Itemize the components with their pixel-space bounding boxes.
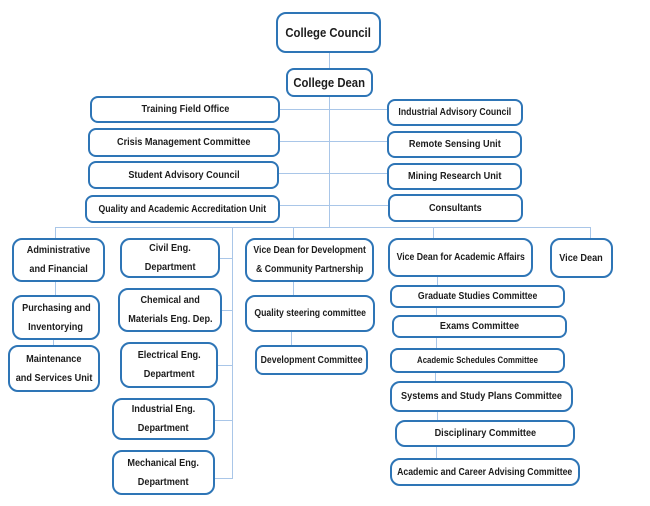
connector-quality-development bbox=[291, 332, 292, 345]
connector-stub-chemical bbox=[222, 310, 232, 311]
org-node-purchasing-inventorying: Purchasing and Inventorying bbox=[12, 295, 100, 340]
org-node-training-field-office: Training Field Office bbox=[90, 96, 280, 123]
node-label: Vice Dean bbox=[559, 251, 604, 264]
connector-row-1 bbox=[280, 109, 387, 110]
connector-vdacad-graduate bbox=[437, 277, 438, 285]
node-label: Maintenance bbox=[26, 352, 82, 365]
node-label: Inventorying bbox=[28, 320, 84, 333]
org-node-consultants: Consultants bbox=[388, 194, 523, 222]
connector-eng-spine bbox=[232, 227, 233, 479]
org-node-industrial-eng-department: Industrial Eng. Department bbox=[112, 398, 215, 440]
org-node-student-advisory-council: Student Advisory Council bbox=[88, 161, 279, 189]
node-label: Crisis Management Committee bbox=[117, 136, 251, 148]
org-node-quality-steering-committee: Quality steering committee bbox=[245, 295, 375, 332]
node-label: Civil Eng. bbox=[149, 242, 191, 254]
org-node-mining-research-unit: Mining Research Unit bbox=[387, 163, 522, 190]
node-label: Remote Sensing Unit bbox=[408, 138, 501, 150]
connector-graduate-exams bbox=[436, 308, 437, 315]
org-node-development-committee: Development Committee bbox=[255, 345, 368, 375]
org-node-remote-sensing-unit: Remote Sensing Unit bbox=[387, 131, 522, 158]
connector-council-dean bbox=[329, 53, 330, 68]
org-node-chemical-materials-eng: Chemical and Materials Eng. Dep. bbox=[118, 288, 222, 332]
node-label: Administrative bbox=[26, 244, 91, 256]
node-label: Materials Eng. Dep. bbox=[127, 313, 213, 325]
org-node-electrical-eng-department: Electrical Eng. Department bbox=[120, 342, 218, 388]
org-node-maintenance-services-unit: Maintenance and Services Unit bbox=[8, 345, 100, 392]
connector-purchasing-maintenance bbox=[53, 340, 54, 345]
node-label: and Services Unit bbox=[15, 371, 93, 384]
org-node-quality-accreditation-unit: Quality and Academic Accreditation Unit bbox=[85, 195, 280, 223]
node-label: Disciplinary Committee bbox=[434, 427, 536, 439]
node-label: Purchasing and bbox=[21, 301, 91, 314]
org-node-vice-dean-academic-affairs: Vice Dean for Academic Affairs bbox=[388, 238, 533, 277]
org-node-academic-career-advising-committee: Academic and Career Advising Committee bbox=[390, 458, 580, 486]
org-node-crisis-management-committee: Crisis Management Committee bbox=[88, 128, 280, 157]
node-label: Industrial Advisory Council bbox=[398, 107, 512, 118]
connector-systems-disciplinary bbox=[437, 412, 438, 420]
connector-vddev-quality bbox=[293, 282, 294, 295]
connector-row-3 bbox=[279, 173, 387, 174]
connector-stub-mechanical bbox=[215, 478, 232, 479]
org-node-civil-eng-department: Civil Eng. Department bbox=[120, 238, 220, 278]
node-label: Department bbox=[144, 261, 196, 273]
node-label: Quality and Academic Accreditation Unit bbox=[98, 203, 267, 215]
node-label: Graduate Studies Committee bbox=[417, 291, 538, 302]
connector-row-2 bbox=[280, 141, 387, 142]
node-label: Mechanical Eng. bbox=[127, 456, 200, 469]
connector-drop-vd-development bbox=[293, 227, 294, 238]
node-label: Consultants bbox=[429, 201, 482, 214]
connector-stub-civil bbox=[220, 258, 232, 259]
connector-stub-industrial bbox=[215, 420, 232, 421]
connector-dean-spine bbox=[329, 97, 330, 227]
connector-stub-electrical bbox=[218, 365, 232, 366]
node-label: Department bbox=[143, 368, 195, 380]
connector-admin-purchasing bbox=[55, 282, 56, 295]
connector-drop-vice-dean bbox=[590, 227, 591, 238]
node-label: Vice Dean for Academic Affairs bbox=[396, 252, 525, 263]
org-node-mechanical-eng-department: Mechanical Eng. Department bbox=[112, 450, 215, 495]
connector-schedules-systems bbox=[435, 373, 436, 381]
node-label: Industrial Eng. bbox=[131, 403, 196, 415]
node-label: College Council bbox=[285, 25, 372, 40]
org-node-disciplinary-committee: Disciplinary Committee bbox=[395, 420, 575, 447]
org-node-industrial-advisory-council: Industrial Advisory Council bbox=[387, 99, 523, 126]
org-node-graduate-studies-committee: Graduate Studies Committee bbox=[390, 285, 565, 308]
connector-disciplinary-career bbox=[436, 447, 437, 458]
node-label: Electrical Eng. bbox=[137, 349, 201, 361]
org-node-exams-committee: Exams Committee bbox=[392, 315, 567, 338]
node-label: Student Advisory Council bbox=[127, 168, 240, 181]
org-node-systems-study-plans-committee: Systems and Study Plans Committee bbox=[390, 381, 573, 412]
node-label: and Financial bbox=[29, 263, 88, 275]
node-label: College Dean bbox=[293, 75, 366, 90]
org-node-vice-dean-development: Vice Dean for Development & Community Pa… bbox=[245, 238, 374, 282]
node-label: Academic and Career Advising Committee bbox=[397, 466, 573, 478]
org-node-administrative-financial: Administrative and Financial bbox=[12, 238, 105, 282]
org-node-college-council: College Council bbox=[276, 12, 381, 53]
org-node-vice-dean: Vice Dean bbox=[550, 238, 613, 278]
node-label: Training Field Office bbox=[141, 103, 229, 115]
node-label: Development Committee bbox=[260, 354, 363, 366]
org-node-college-dean: College Dean bbox=[286, 68, 373, 97]
connector-row-4 bbox=[280, 205, 388, 206]
node-label: Exams Committee bbox=[439, 320, 520, 332]
connector-distribution-line bbox=[55, 227, 590, 228]
org-node-academic-schedules-committee: Academic Schedules Committee bbox=[390, 348, 565, 373]
node-label: Department bbox=[138, 475, 189, 488]
node-label: Quality steering committee bbox=[254, 308, 366, 319]
node-label: & Community Partnership bbox=[255, 264, 364, 275]
node-label: Chemical and bbox=[140, 294, 200, 306]
connector-drop-administrative bbox=[55, 227, 56, 238]
node-label: Mining Research Unit bbox=[407, 170, 502, 182]
node-label: Systems and Study Plans Committee bbox=[401, 390, 562, 402]
node-label: Vice Dean for Development bbox=[253, 245, 366, 256]
node-label: Academic Schedules Committee bbox=[417, 355, 538, 365]
connector-drop-vd-academic bbox=[433, 227, 434, 240]
connector-exams-schedules bbox=[436, 338, 437, 348]
node-label: Department bbox=[138, 422, 189, 434]
